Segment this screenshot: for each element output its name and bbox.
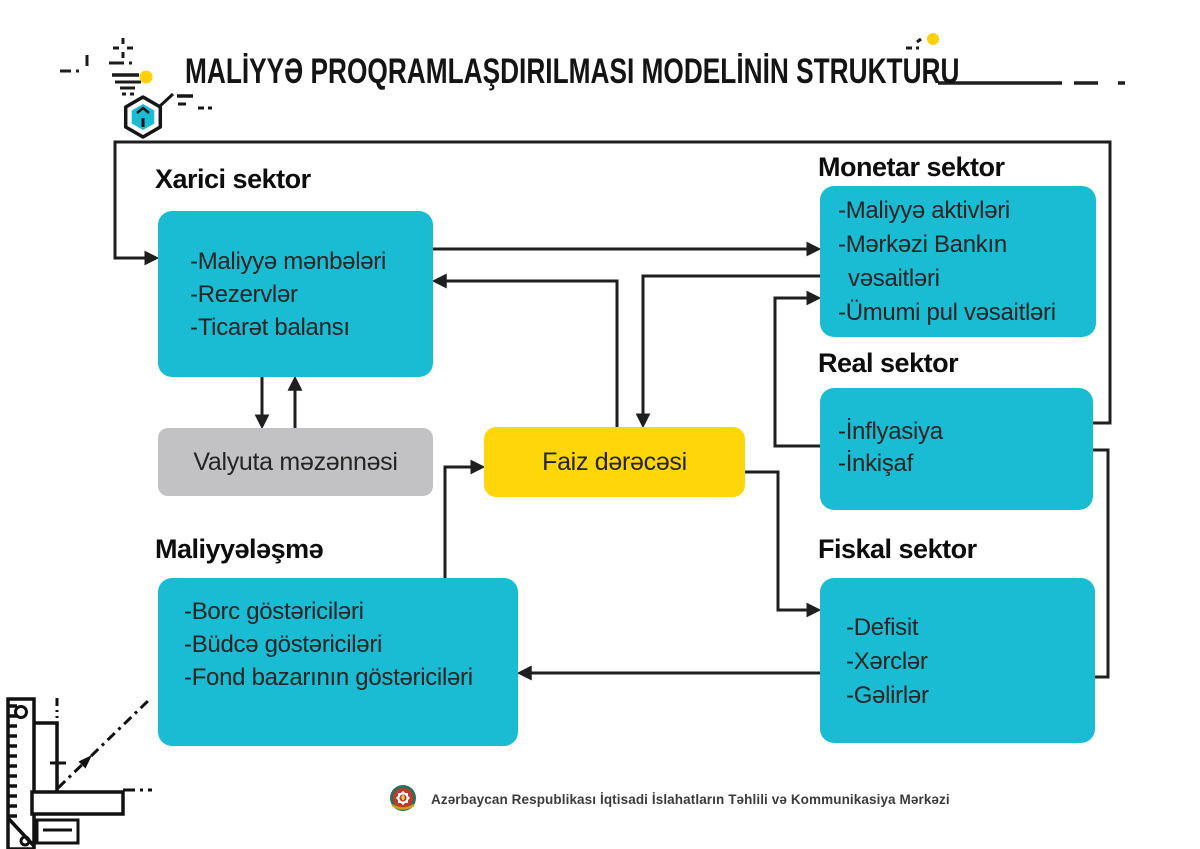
monetar-item: -Maliyyə aktivləri [838, 197, 1010, 224]
arrow-maliyye-to-faiz [443, 459, 486, 578]
real-sektor-box: -İnflyasiya -İnkişaf [820, 388, 1093, 510]
real-item: -İnflyasiya [838, 418, 943, 445]
fiskal-sektor-box: -Defisit -Xərclər -Gəlirlər [820, 578, 1095, 743]
faiz-label: Faiz dərəcəsi [542, 447, 687, 476]
maliyyelesme-heading: Maliyyələşmə [155, 534, 324, 564]
valyuta-node: Valyuta məzənnəsi [158, 428, 433, 496]
monetar-sektor-box: -Maliyyə aktivləri -Mərkəzi Bankın vəsai… [820, 186, 1096, 337]
arrow-real-to-monetar [773, 290, 822, 448]
ruler-illustration [6, 697, 152, 849]
sparkle-icon [60, 38, 133, 73]
arrow-faiz-to-xarici [431, 273, 619, 427]
footer-org-label: Azərbaycan Respublikası İqtisadi İslahat… [431, 791, 950, 807]
maliyye-item: -Fond bazarının göstəriciləri [184, 664, 473, 691]
real-heading: Real sektor [818, 348, 959, 378]
speed-lines-icon [112, 73, 141, 96]
yellow-dot-right [927, 33, 939, 45]
xarici-item: -Ticarət balansı [190, 314, 350, 341]
arrow-faiz-to-fiskal [745, 470, 822, 618]
fiskal-item: -Gəlirlər [846, 682, 929, 709]
xarici-item: -Rezervlər [190, 281, 298, 308]
real-item: -İnkişaf [838, 450, 913, 477]
fiskal-heading: Fiskal sektor [818, 534, 977, 564]
xarici-item: -Maliyyə mənbələri [190, 248, 386, 275]
connector-real-fiskal [1093, 448, 1110, 679]
emblem-icon [390, 785, 416, 811]
monetar-item: -Ümumi pul vəsaitləri [838, 299, 1056, 326]
page-title: MALİYYƏ PROQRAMLAŞDIRILMASI MODELİNİN ST… [185, 52, 960, 91]
monetar-item: -Mərkəzi Bankın [838, 231, 1007, 258]
maliyye-item: -Borc göstəriciləri [184, 598, 364, 625]
footer: Azərbaycan Respublikası İqtisadi İslahat… [388, 783, 950, 815]
fiskal-item: -Xərclər [846, 648, 928, 675]
faiz-node: Faiz dərəcəsi [484, 427, 745, 497]
yellow-dot [139, 70, 153, 84]
maliyye-item: -Büdcə göstəriciləri [184, 631, 383, 658]
sparkle-icon-right [906, 37, 922, 50]
arrow-monetar-to-faiz [635, 274, 820, 429]
fiskal-item: -Defisit [846, 614, 919, 641]
monetar-heading: Monetar sektor [818, 152, 1005, 182]
hexagon-icon [123, 92, 212, 139]
valyuta-label: Valyuta məzənnəsi [193, 447, 398, 476]
monetar-item-cont: vəsaitləri [848, 265, 940, 292]
maliyyelesme-box: -Borc göstəriciləri -Büdcə göstəriciləri… [158, 578, 518, 746]
xarici-heading: Xarici sektor [155, 164, 311, 194]
xarici-sektor-box: -Maliyyə mənbələri -Rezervlər -Ticarət b… [158, 211, 433, 377]
